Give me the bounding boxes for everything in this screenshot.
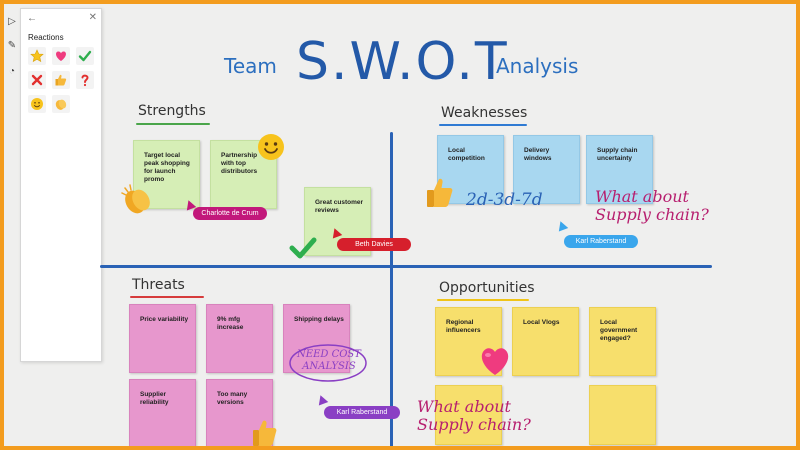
sticky-note[interactable]: 9% mfg increase	[206, 304, 273, 373]
title-team: Team	[224, 54, 277, 78]
heart-reaction-icon[interactable]	[52, 47, 70, 65]
weaknesses-underline	[439, 124, 527, 126]
collaborator-tag: Karl Raberstand	[324, 406, 400, 419]
clap-reaction-icon[interactable]	[52, 95, 70, 113]
sticky-note[interactable]	[589, 385, 656, 445]
thumbs-up-reaction-icon[interactable]	[52, 71, 70, 89]
cross-reaction-icon[interactable]	[28, 71, 46, 89]
collaborator-tag: Charlotte de Crum	[193, 207, 267, 220]
close-icon[interactable]: ✕	[88, 12, 97, 23]
vertical-axis-ink	[390, 132, 393, 446]
ink-circle	[289, 344, 367, 382]
heart-icon	[481, 348, 509, 375]
question-reaction-icon[interactable]	[76, 71, 94, 89]
collaborator-tag: Beth Davies	[337, 238, 411, 251]
whiteboard-canvas[interactable]: ▷ ✎ ◔ ← ✕ Reactions Team	[4, 4, 796, 446]
ink-date-note: 2d-3d-7d	[466, 190, 543, 210]
clapping-hands-icon	[121, 184, 150, 214]
panel-title: Reactions	[28, 33, 64, 42]
reactions-panel: ← ✕ Reactions	[20, 8, 102, 362]
checkmark-reaction-icon[interactable]	[76, 47, 94, 65]
sticky-note[interactable]: Local government engaged?	[589, 307, 656, 376]
cursor-pointer-icon	[315, 393, 329, 406]
horizontal-axis-ink	[100, 265, 712, 268]
threats-underline	[130, 296, 204, 298]
ink-comment: What about Supply chain?	[595, 187, 709, 224]
sticky-note[interactable]	[435, 385, 502, 445]
star-reaction-icon[interactable]	[28, 47, 46, 65]
back-arrow-icon[interactable]: ←	[27, 13, 37, 24]
sticky-note[interactable]: Local Vlogs	[512, 307, 579, 376]
strengths-underline	[136, 123, 210, 125]
cursor-pointer-icon	[555, 219, 569, 232]
thumbs-up-icon	[253, 420, 277, 446]
opportunities-heading: Opportunities	[439, 280, 535, 296]
opportunities-underline	[437, 299, 529, 301]
collaborator-tag: Karl Raberstand	[564, 235, 638, 248]
strengths-heading: Strengths	[138, 103, 206, 119]
pointer-tool-icon[interactable]: ▷	[8, 16, 16, 27]
checkmark-icon	[289, 237, 317, 259]
thumbs-up-icon	[427, 178, 453, 207]
lasso-tool-icon[interactable]: ◔	[8, 66, 16, 77]
pen-tool-icon[interactable]: ✎	[7, 40, 17, 51]
title-analysis: Analysis	[496, 54, 579, 78]
sticky-note[interactable]: Price variability	[129, 304, 196, 373]
threats-heading: Threats	[132, 277, 185, 293]
sticky-note[interactable]: Supply chain uncertainty	[586, 135, 653, 204]
ink-comment: What about Supply chain?	[417, 397, 531, 434]
tool-rail: ▷ ✎ ◔	[4, 10, 18, 100]
sticky-note[interactable]: Supplier reliability	[129, 379, 196, 446]
smiley-icon	[258, 134, 284, 160]
ink-comment: NEED COST ANALYSIS	[297, 349, 361, 372]
smiley-reaction-icon[interactable]	[28, 95, 46, 113]
sticky-note[interactable]: Shipping delays	[283, 304, 350, 373]
sticky-note[interactable]: Delivery windows	[513, 135, 580, 204]
weaknesses-heading: Weaknesses	[441, 105, 528, 121]
title-swot: S.W.O.T	[296, 32, 509, 92]
